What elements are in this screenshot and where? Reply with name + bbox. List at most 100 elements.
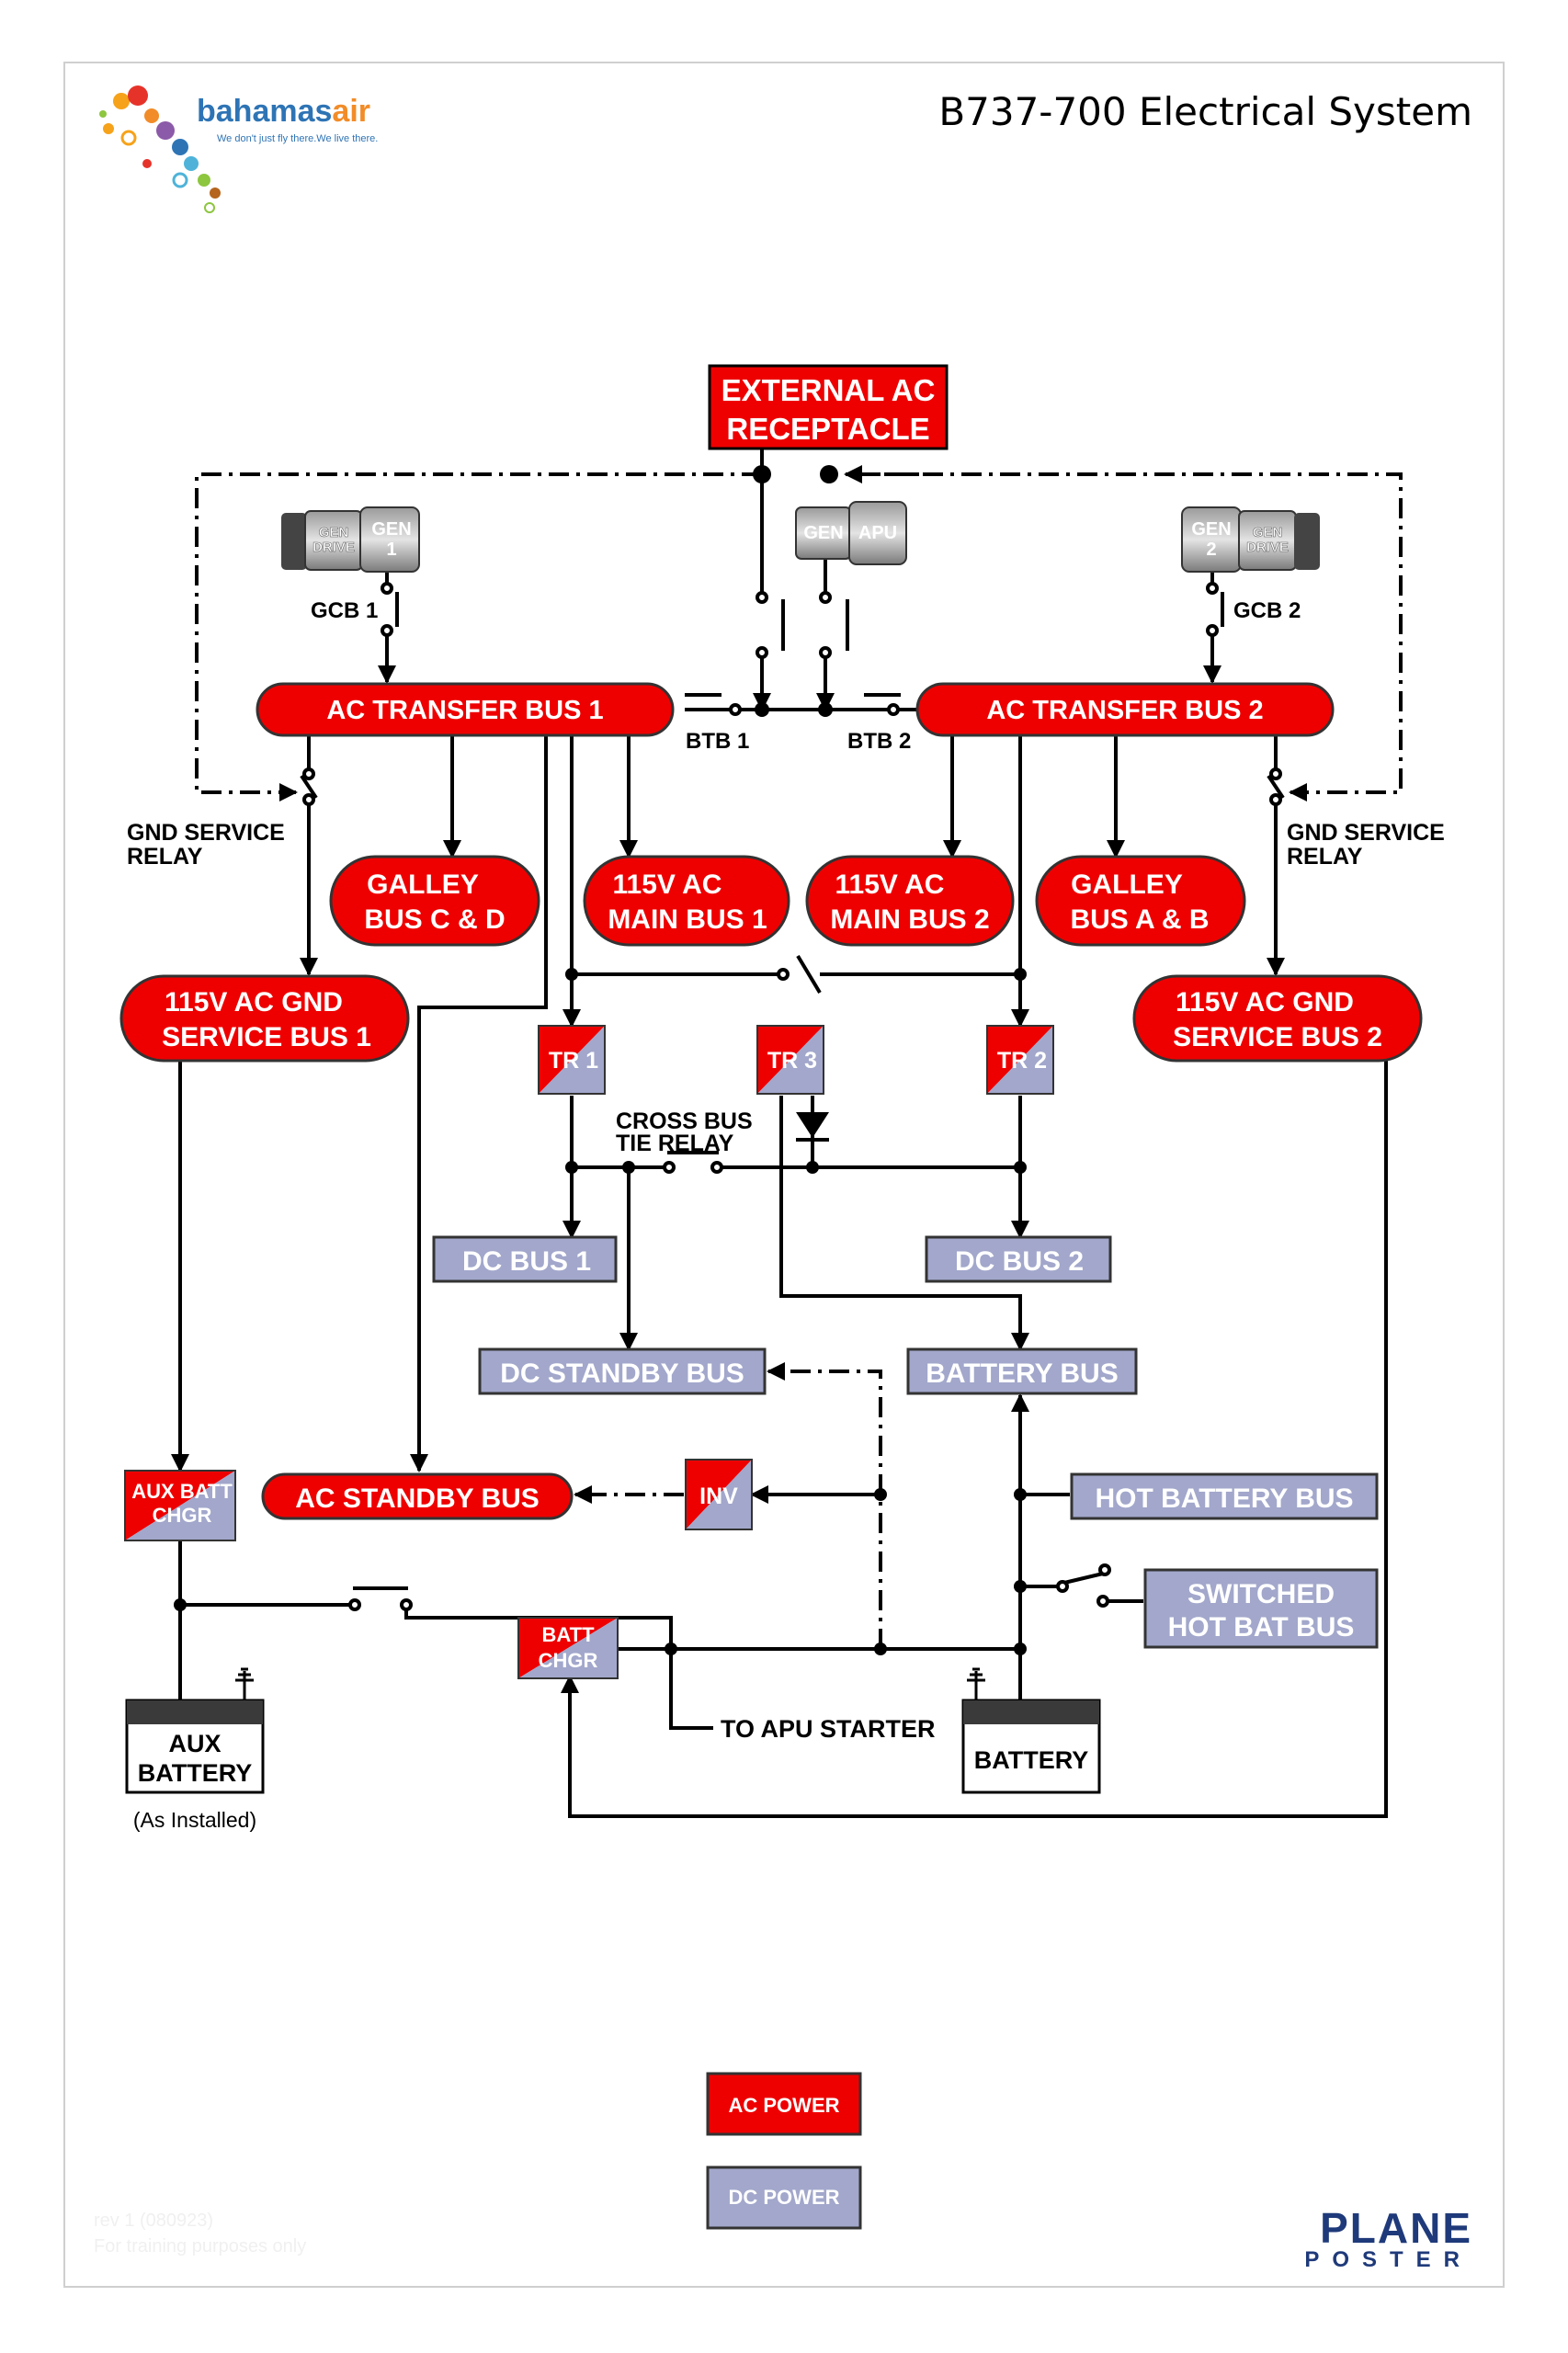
batt-charger: BATT CHGR [517, 1617, 619, 1679]
main-bus-2-label-2: MAIN BUS 2 [830, 904, 989, 935]
ground-icon [235, 1667, 254, 1700]
brand-tagline: We don't just fly there.We live there. [217, 133, 378, 144]
gnd-service-relay-2-label-1: GND SERVICE [1287, 820, 1445, 846]
hot-battery-bus-label: HOT BATTERY BUS [1095, 1483, 1353, 1514]
switched-hot-bat-bus: SWITCHED HOT BAT BUS [1143, 1568, 1379, 1649]
poster-frame [63, 62, 1505, 2288]
external-ac-receptacle: EXTERNAL AC RECEPTACLE [708, 364, 949, 450]
legend-ac-label: AC POWER [729, 2094, 840, 2117]
battery-bus: BATTERY BUS [906, 1347, 1138, 1395]
dc-standby-bus: DC STANDBY BUS [478, 1347, 767, 1395]
junction-dots [174, 465, 1027, 1655]
apu-generator: GEN APU [795, 501, 907, 565]
ac-transfer-bus-2-label: AC TRANSFER BUS 2 [986, 696, 1263, 725]
apu-gen-label: GEN [803, 523, 843, 543]
apu-label: APU [858, 523, 897, 543]
ac-transfer-bus-2: AC TRANSFER BUS 2 [915, 682, 1335, 737]
gen1-drive-label-2: DRIVE [312, 540, 355, 555]
gen2-drive-shaft-icon [1294, 513, 1320, 570]
aux-battery-label-1: AUX [168, 1730, 221, 1757]
ac-standby-bus-label: AC STANDBY BUS [295, 1483, 540, 1514]
external-power-lines [195, 465, 1403, 801]
airline-logo: bahamasair We don't just fly there.We li… [99, 85, 378, 213]
gnd-service-bus-2-label-2: SERVICE BUS 2 [1173, 1022, 1382, 1052]
cross-bus-tie-relay-label-1: CROSS BUS [616, 1108, 753, 1134]
hot-battery-bus: HOT BATTERY BUS [1070, 1472, 1379, 1520]
dc-standby-bus-label: DC STANDBY BUS [500, 1358, 744, 1389]
main-battery-label: BATTERY [974, 1746, 1089, 1774]
aux-battery: AUX BATTERY [125, 1667, 265, 1794]
gnd-service-bus-1-label-1: 115V AC GND [165, 987, 343, 1017]
gcb2-label: GCB 2 [1233, 598, 1301, 623]
brand-name: bahamasair [197, 94, 370, 129]
cross-bus-tie-relay-label-2: TIE RELAY [616, 1131, 734, 1156]
aux-batt-charger-label-1: AUX BATT [131, 1480, 233, 1503]
dc-bus-1-label: DC BUS 1 [462, 1246, 591, 1277]
revision-line-2: For training purposes only [94, 2236, 306, 2256]
tr3-label: TR 3 [767, 1048, 817, 1074]
gen1-drive-label-1: GEN [319, 525, 349, 540]
gen1-assembly: GEN DRIVE GEN 1 [281, 506, 420, 573]
publisher-logo: PLANE POSTER [1304, 2204, 1472, 2272]
btb1-label: BTB 1 [686, 729, 749, 754]
gnd-service-bus-2: 115V AC GND SERVICE BUS 2 [1132, 974, 1423, 1063]
main-battery: BATTERY [961, 1667, 1101, 1794]
diode-icon [796, 1107, 829, 1167]
tr2-label: TR 2 [997, 1048, 1047, 1074]
gnd-service-relay-1-label-2: RELAY [127, 844, 203, 870]
aux-batt-charger: AUX BATT CHGR [124, 1470, 236, 1541]
dc-bus-1: DC BUS 1 [432, 1235, 618, 1283]
gen2-label-1: GEN [1191, 519, 1231, 540]
galley-bus-c-d-label-1: GALLEY [367, 870, 479, 900]
page-title: B737-700 Electrical System [938, 89, 1472, 134]
gen1-label-2: 1 [386, 540, 396, 560]
gnd-service-bus-1: 115V AC GND SERVICE BUS 1 [119, 974, 410, 1063]
aux-battery-note: (As Installed) [133, 1808, 256, 1832]
inverter-unit: INV [685, 1459, 753, 1530]
revision-line-1: rev 1 (080923) [94, 2211, 213, 2231]
main-bus-2: 115V AC MAIN BUS 2 [805, 855, 1015, 947]
legend: AC POWER DC POWER [706, 2072, 862, 2230]
legend-dc-label: DC POWER [729, 2186, 840, 2209]
switched-hot-bat-bus-label-2: HOT BAT BUS [1168, 1612, 1355, 1643]
main-bus-1-label-1: 115V AC [613, 870, 722, 900]
tr1-unit: TR 1 [538, 1025, 606, 1095]
ground-icon [967, 1667, 985, 1700]
gnd-service-bus-1-label-2: SERVICE BUS 1 [162, 1022, 371, 1052]
tr2-unit: TR 2 [986, 1025, 1054, 1095]
dc-bus-2: DC BUS 2 [925, 1235, 1112, 1283]
dc-feeder-lines [178, 1096, 1143, 1730]
gen2-label-2: 2 [1206, 540, 1216, 560]
publisher-logo-line-1: PLANE [1320, 2204, 1472, 2252]
batt-charger-label-2: CHGR [539, 1649, 598, 1672]
switch-contacts [300, 582, 1285, 1611]
publisher-logo-line-2: POSTER [1304, 2247, 1472, 2272]
legend-dc-power: DC POWER [706, 2165, 862, 2230]
galley-bus-a-b-label-1: GALLEY [1071, 870, 1183, 900]
ac-transfer-bus-1-label: AC TRANSFER BUS 1 [326, 696, 603, 725]
legend-ac-power: AC POWER [706, 2072, 862, 2136]
tr1-label: TR 1 [549, 1048, 598, 1074]
gnd-service-bus-2-label-1: 115V AC GND [1176, 987, 1354, 1017]
gnd-service-relay-1-label-1: GND SERVICE [127, 820, 285, 846]
galley-bus-a-b: GALLEY BUS A & B [1035, 855, 1246, 947]
main-bus-1-label-2: MAIN BUS 1 [608, 904, 767, 935]
gen2-drive-label-2: DRIVE [1246, 540, 1289, 555]
aux-battery-label-2: BATTERY [138, 1759, 253, 1787]
standby-power-lines [574, 1362, 882, 1649]
external-ac-label-1: EXTERNAL AC [722, 373, 936, 407]
btb2-label: BTB 2 [847, 729, 911, 754]
ac-standby-bus: AC STANDBY BUS [261, 1472, 574, 1520]
gcb1-label: GCB 1 [311, 598, 378, 623]
galley-bus-c-d-label-2: BUS C & D [364, 904, 505, 935]
apu-starter-label: TO APU STARTER [721, 1715, 936, 1743]
external-ac-label-2: RECEPTACLE [726, 412, 929, 446]
logo-bubbles-icon [99, 85, 221, 213]
main-bus-2-label-1: 115V AC [835, 870, 945, 900]
ac-feeder-lines [171, 449, 1388, 1818]
gen2-drive-label-1: GEN [1253, 525, 1283, 540]
battery-bus-label: BATTERY BUS [926, 1358, 1118, 1389]
batt-charger-label-1: BATT [541, 1623, 595, 1646]
galley-bus-a-b-label-2: BUS A & B [1070, 904, 1209, 935]
